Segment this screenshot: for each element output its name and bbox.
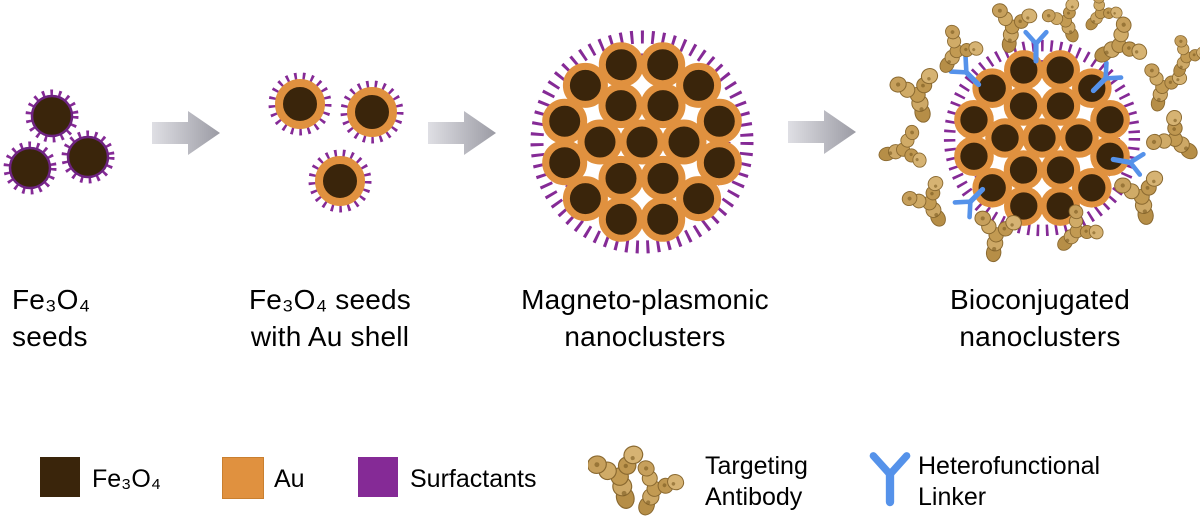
stage-label-bioconjugated: Bioconjugated nanoclusters	[890, 281, 1190, 355]
synthesis-diagram	[0, 0, 1200, 266]
stage-label-nanoclusters: Magneto-plasmonic nanoclusters	[495, 281, 795, 355]
legend-label-line: Antibody	[705, 483, 803, 511]
legend-label-heterofunctional-linker: Heterofunctional Linker	[918, 451, 1100, 513]
process-arrow-1-icon	[152, 111, 220, 155]
fe3o4-seeds-illustration	[7, 93, 111, 191]
stage-label-line: seeds	[12, 321, 88, 352]
process-arrow-2-icon	[428, 111, 496, 155]
stage-label-fe3o4-seeds: Fe₃O₄ seeds	[12, 281, 212, 355]
stage-label-line: nanoclusters	[564, 321, 726, 352]
legend-label-fe3o4: Fe₃O₄	[92, 465, 162, 493]
stage-label-line: nanoclusters	[959, 321, 1121, 352]
stage-label-line: Fe₃O₄	[12, 284, 91, 315]
stage-label-au-shell: Fe₃O₄ seeds with Au shell	[225, 281, 435, 355]
au-shell-seeds-illustration	[272, 76, 400, 209]
stage-label-line: Fe₃O₄ seeds	[249, 284, 411, 315]
process-arrow-3-icon	[788, 110, 856, 154]
legend-label-surfactants: Surfactants	[410, 465, 537, 493]
antibody-icon	[588, 444, 687, 524]
fe3o4-swatch	[40, 457, 80, 497]
legend-label-targeting-antibody: Targeting Antibody	[705, 451, 808, 513]
stage-label-line: with Au shell	[250, 321, 410, 352]
legend-label-line: Targeting	[705, 452, 808, 480]
surfactant-swatch	[358, 457, 398, 497]
nanocluster-illustration	[537, 37, 747, 247]
linker-icon	[864, 450, 916, 512]
bioconjugated-nanocluster-illustration	[873, 0, 1200, 266]
legend-label-au: Au	[274, 465, 305, 493]
stage-label-line: Bioconjugated	[949, 284, 1131, 315]
legend-label-line: Heterofunctional	[918, 452, 1101, 480]
legend-label-line: Linker	[918, 483, 987, 511]
stage-label-line: Magneto-plasmonic	[521, 284, 769, 315]
au-swatch	[222, 457, 264, 499]
